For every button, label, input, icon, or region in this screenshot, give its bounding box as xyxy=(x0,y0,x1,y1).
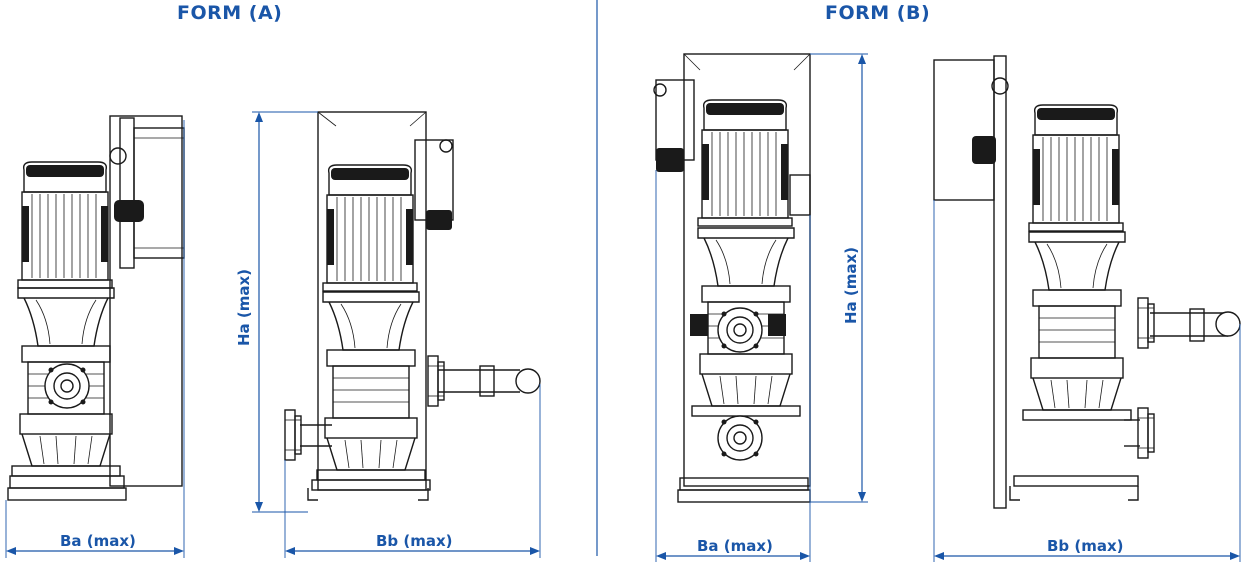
form-a-front-view xyxy=(284,111,541,501)
form-a-ba-dimension xyxy=(5,120,185,558)
form-a-title: FORM (A) xyxy=(177,2,283,24)
form-b-title: FORM (B) xyxy=(825,2,931,24)
form-b-front-view xyxy=(653,53,811,503)
form-b-ba-label: Ba (max) xyxy=(697,537,773,555)
form-b-bb-dimension xyxy=(933,200,1241,562)
form-a-bb-dimension xyxy=(284,384,541,558)
form-b-ba-dimension xyxy=(655,170,811,562)
form-a-ha-dimension xyxy=(252,111,318,513)
form-b-ha-label: Ha (max) xyxy=(842,247,860,324)
form-a-ha-label: Ha (max) xyxy=(235,269,253,346)
form-b-ha-dimension xyxy=(810,53,868,503)
form-a-bb-label: Bb (max) xyxy=(376,532,453,550)
form-b-bb-label: Bb (max) xyxy=(1047,537,1124,555)
form-b-side-view xyxy=(933,55,1241,509)
form-a-ba-label: Ba (max) xyxy=(60,532,136,550)
form-a-side-view xyxy=(7,115,185,501)
